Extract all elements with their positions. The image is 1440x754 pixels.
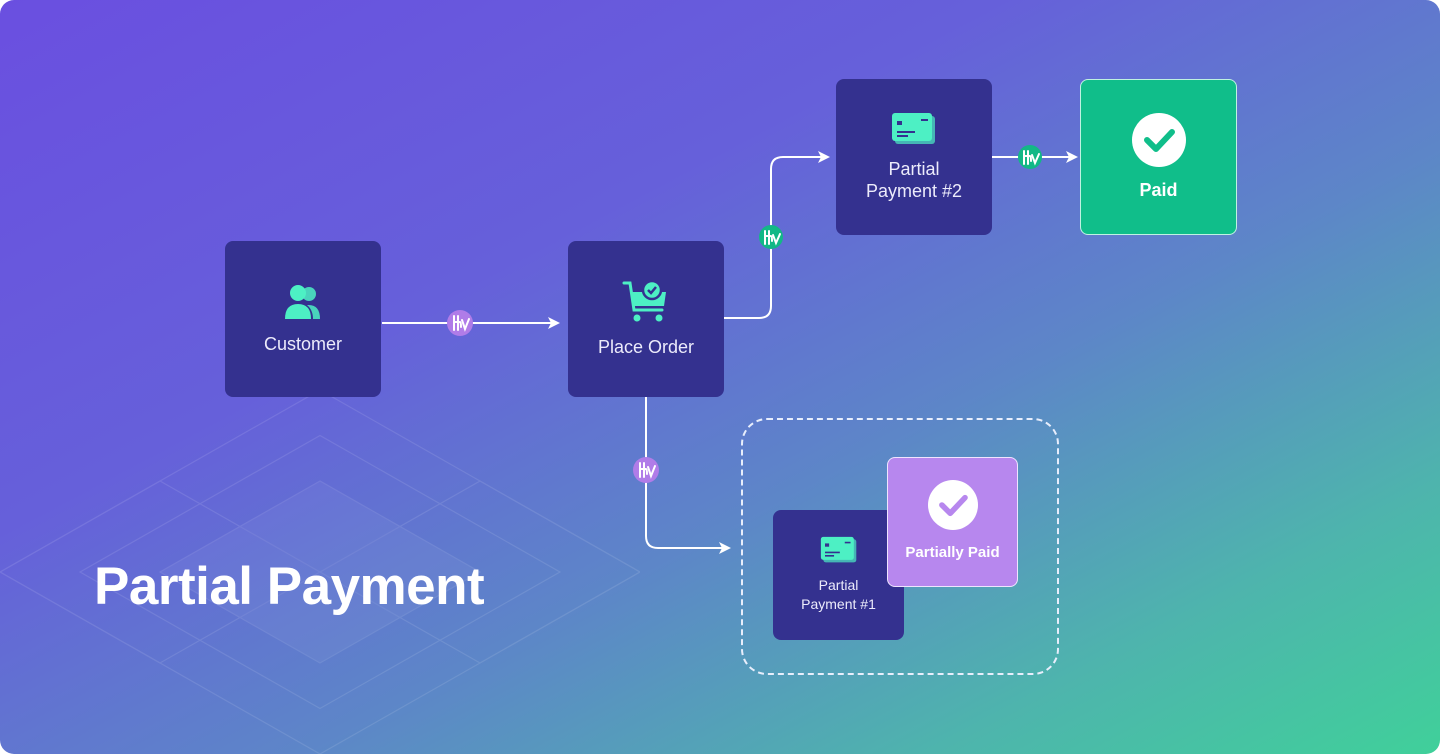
check-circle-icon <box>927 480 978 530</box>
node-label: Customer <box>263 334 343 354</box>
node-label: Paid <box>1139 180 1178 200</box>
node-customer[interactable]: Customer <box>225 241 381 397</box>
background-diamond-pattern <box>0 390 640 754</box>
edge-order-to-payment-1 <box>645 397 731 554</box>
partial-payment-group <box>741 418 1059 675</box>
node-partial-payment-2[interactable]: Partial Payment #2 <box>836 79 992 235</box>
node-label: Place Order <box>597 337 695 357</box>
node-place-order[interactable]: Place Order <box>568 241 724 397</box>
credit-card-icon <box>820 536 856 563</box>
node-paid[interactable]: Paid <box>1080 79 1237 235</box>
node-label: Partial Payment #1 <box>801 577 876 612</box>
page-title: Partial Payment <box>94 557 485 616</box>
users-icon <box>285 285 320 319</box>
credit-card-icon <box>892 113 935 144</box>
cart-check-icon <box>622 280 666 322</box>
node-label: Partially Paid <box>905 544 1000 561</box>
node-label: Partial Payment #2 <box>865 159 963 201</box>
node-partial-payment-1[interactable]: Partial Payment #1 <box>773 510 904 640</box>
node-partially-paid[interactable]: Partially Paid <box>887 457 1018 587</box>
check-circle-icon <box>1131 113 1186 167</box>
